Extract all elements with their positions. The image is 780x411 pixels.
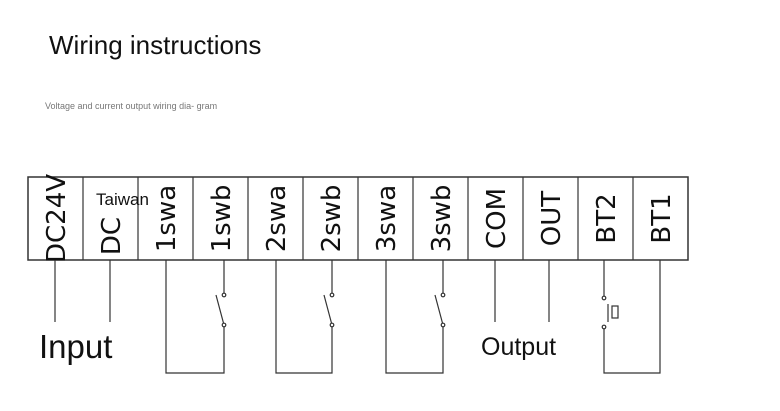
switch-1-circuit — [165, 260, 227, 374]
terminal-label-dc24v: DC24V — [42, 174, 72, 263]
page-title: Wiring instructions — [49, 30, 262, 60]
terminal-label-3swa: 3swa — [372, 185, 402, 252]
terminal-label-1swb: 1swb — [207, 185, 237, 253]
push-button-circuit — [601, 260, 661, 374]
terminal-dividers — [82, 177, 634, 260]
terminal-label-out: OUT — [537, 191, 567, 246]
terminal-label-com: COM — [482, 188, 512, 249]
terminal-label-bt2: BT2 — [592, 193, 622, 243]
input-label: Input — [39, 328, 113, 365]
terminal-label-bt1: BT1 — [647, 193, 677, 243]
watermark-text: Taiwan — [96, 190, 149, 209]
push-button-icon — [611, 305, 619, 319]
terminal-label-3swb: 3swb — [427, 185, 457, 253]
terminal-label-1swa: 1swa — [152, 185, 182, 252]
diagram-subtitle: Voltage and current output wiring dia- g… — [45, 101, 218, 111]
switch-2-circuit — [275, 260, 335, 374]
output-label: Output — [481, 333, 557, 361]
switch-3-contact — [434, 294, 444, 326]
terminal-label-2swb: 2swb — [317, 185, 347, 253]
terminal-label-dc: DC — [97, 217, 127, 255]
terminal-labels: DC24V DC 1swa 1swb 2swa 2swb 3swa 3swb C… — [42, 174, 677, 263]
terminal-label-2swa: 2swa — [262, 185, 292, 252]
switch-3-circuit — [385, 260, 446, 374]
switch-2-contact — [323, 294, 333, 326]
switch-1-contact — [215, 294, 225, 326]
